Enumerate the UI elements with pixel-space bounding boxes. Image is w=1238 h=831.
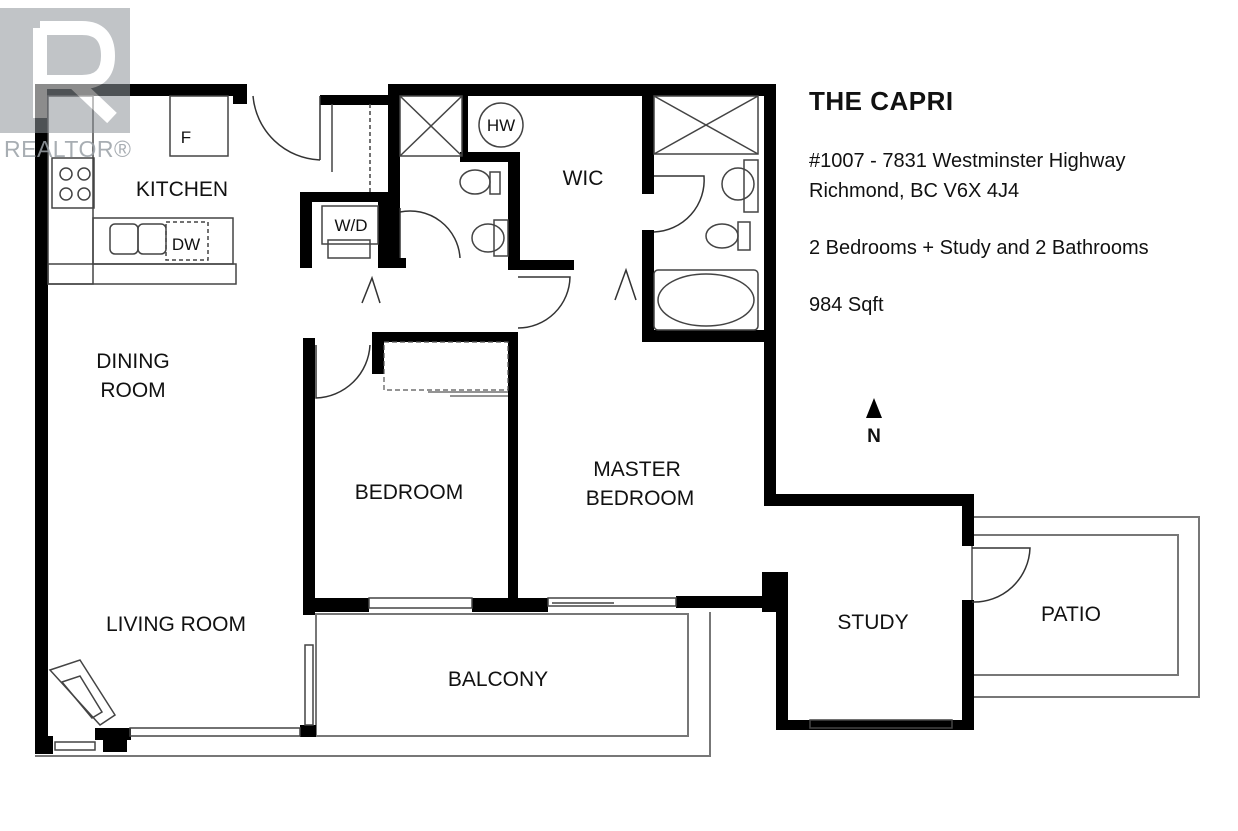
hot-water-label: HW xyxy=(487,116,515,135)
fireplace xyxy=(48,659,117,726)
room-label-study: STUDY xyxy=(837,611,908,634)
fridge-label: F xyxy=(181,128,191,147)
windows xyxy=(54,597,953,751)
bedroom-closet xyxy=(383,341,509,397)
room-label-dining-1: DINING xyxy=(96,350,170,373)
realtor-watermark: REALTOR® xyxy=(0,0,145,170)
listing-title: THE CAPRI xyxy=(809,86,954,116)
room-label-dining-2: ROOM xyxy=(100,379,165,402)
ensuite-fixtures xyxy=(653,95,759,331)
address-line-1: #1007 - 7831 Westminster Highway xyxy=(809,150,1126,172)
room-label-bedroom: BEDROOM xyxy=(355,481,464,504)
washer-dryer-label: W/D xyxy=(334,216,367,235)
north-arrow: N xyxy=(866,398,882,447)
rooms-summary: 2 Bedrooms + Study and 2 Bathrooms xyxy=(809,237,1149,259)
room-label-wic: WIC xyxy=(563,167,604,190)
balcony-outline xyxy=(35,612,711,757)
address-line-2: Richmond, BC V6X 4J4 xyxy=(809,180,1020,202)
room-label-master-2: BEDROOM xyxy=(586,487,695,510)
north-arrow-icon xyxy=(866,398,882,418)
compass-label: N xyxy=(867,426,881,447)
doors xyxy=(252,95,1031,603)
room-label-balcony: BALCONY xyxy=(448,668,548,691)
realtor-logo-icon xyxy=(0,8,130,133)
washer-dryer xyxy=(321,205,379,259)
dishwasher-label: DW xyxy=(172,235,200,254)
room-label-master-1: MASTER xyxy=(593,458,681,481)
room-label-patio: PATIO xyxy=(1041,603,1101,626)
watermark-text: REALTOR® xyxy=(4,136,132,162)
bathroom-1-fixtures xyxy=(399,95,524,257)
area: 984 Sqft xyxy=(809,294,884,316)
room-label-kitchen: KITCHEN xyxy=(136,178,228,201)
room-label-living: LIVING ROOM xyxy=(106,613,246,636)
walls xyxy=(35,84,974,754)
